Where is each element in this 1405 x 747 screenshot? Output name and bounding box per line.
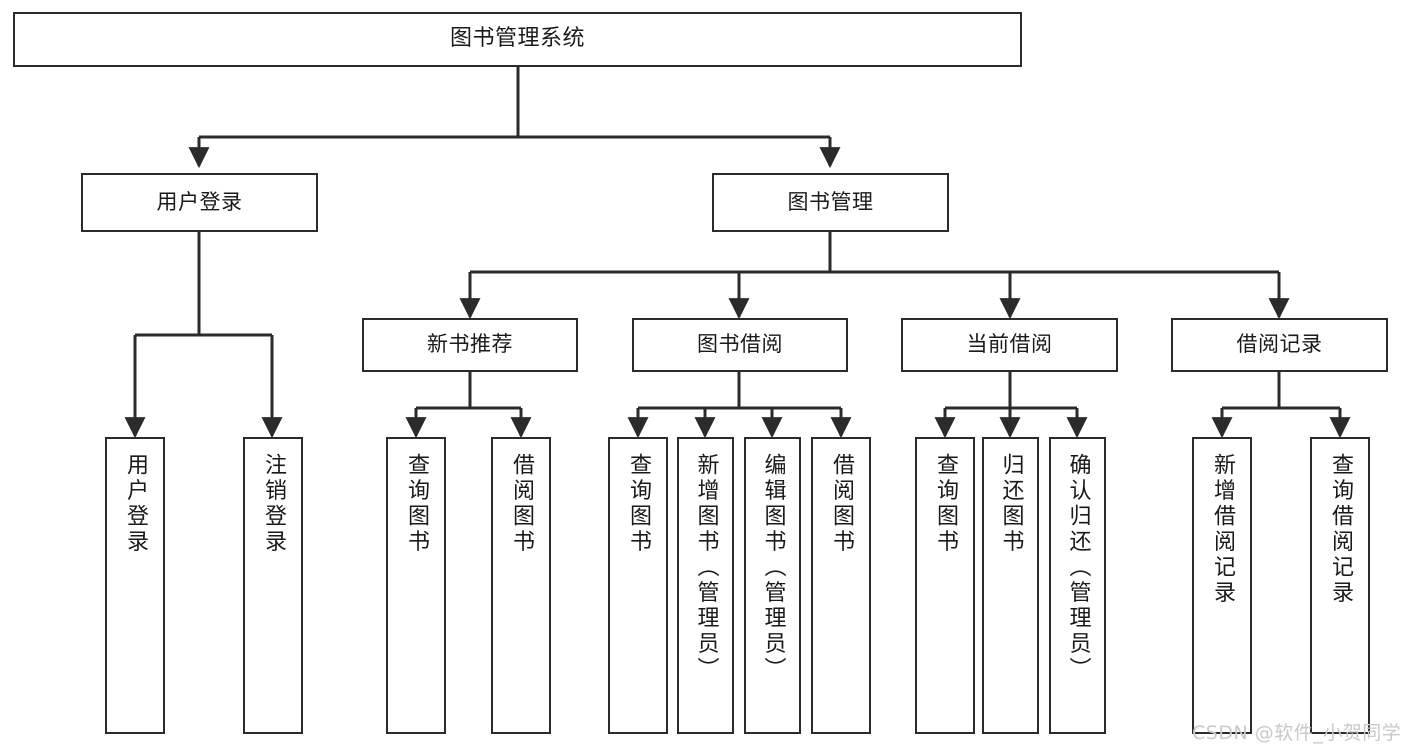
node-leaf-recommend-borrow-book-label: 借阅图书 [509, 453, 534, 555]
node-current-borrow-label: 当前借阅 [966, 332, 1053, 357]
node-leaf-add-book-admin-label: 新增图书（管理员） [693, 453, 719, 683]
node-root-label: 图书管理系统 [449, 26, 585, 52]
node-book-borrow[interactable]: 图书借阅 [632, 318, 848, 372]
node-borrow-record[interactable]: 借阅记录 [1171, 318, 1388, 372]
watermark-text: CSDN @软件_小贺同学 [1192, 722, 1402, 744]
node-leaf-confirm-return-admin-label: 确认归还（管理员） [1065, 453, 1091, 683]
node-leaf-user-login-label: 用户登录 [123, 453, 148, 555]
node-leaf-borrow-book[interactable]: 借阅图书 [811, 437, 871, 734]
node-new-book-recommend-label: 新书推荐 [427, 332, 513, 357]
node-leaf-user-login[interactable]: 用户登录 [105, 437, 165, 734]
node-leaf-add-book-admin[interactable]: 新增图书（管理员） [677, 437, 734, 734]
node-leaf-return-book[interactable]: 归还图书 [982, 437, 1039, 734]
node-leaf-borrow-book-label: 借阅图书 [829, 453, 854, 555]
node-leaf-borrow-query-book[interactable]: 查询图书 [608, 437, 668, 734]
node-leaf-add-borrow-record-label: 新增借阅记录 [1210, 453, 1235, 606]
node-root[interactable]: 图书管理系统 [13, 12, 1022, 67]
node-current-borrow[interactable]: 当前借阅 [901, 318, 1118, 372]
node-leaf-edit-book-admin-label: 编辑图书（管理员） [760, 453, 786, 683]
node-leaf-add-borrow-record[interactable]: 新增借阅记录 [1192, 437, 1252, 734]
node-new-book-recommend[interactable]: 新书推荐 [362, 318, 578, 372]
node-leaf-borrow-query-book-label: 查询图书 [626, 453, 651, 555]
node-user-login[interactable]: 用户登录 [81, 173, 318, 232]
node-book-manage-label: 图书管理 [787, 189, 874, 214]
node-borrow-record-label: 借阅记录 [1236, 332, 1323, 357]
node-leaf-logout-label: 注销登录 [261, 453, 286, 555]
node-leaf-logout[interactable]: 注销登录 [243, 437, 303, 734]
node-book-manage[interactable]: 图书管理 [712, 173, 949, 232]
node-leaf-recommend-query-book[interactable]: 查询图书 [386, 437, 446, 734]
node-leaf-confirm-return-admin[interactable]: 确认归还（管理员） [1049, 437, 1106, 734]
node-leaf-query-borrow-record-label: 查询借阅记录 [1328, 453, 1353, 606]
node-leaf-current-query-book[interactable]: 查询图书 [915, 437, 975, 734]
node-leaf-query-borrow-record[interactable]: 查询借阅记录 [1310, 437, 1370, 734]
node-leaf-recommend-query-book-label: 查询图书 [404, 453, 429, 555]
node-leaf-return-book-label: 归还图书 [998, 453, 1024, 555]
node-book-borrow-label: 图书借阅 [697, 332, 783, 357]
node-user-login-label: 用户登录 [156, 189, 243, 214]
node-leaf-edit-book-admin[interactable]: 编辑图书（管理员） [744, 437, 801, 734]
node-leaf-current-query-book-label: 查询图书 [933, 453, 958, 555]
node-leaf-recommend-borrow-book[interactable]: 借阅图书 [491, 437, 551, 734]
